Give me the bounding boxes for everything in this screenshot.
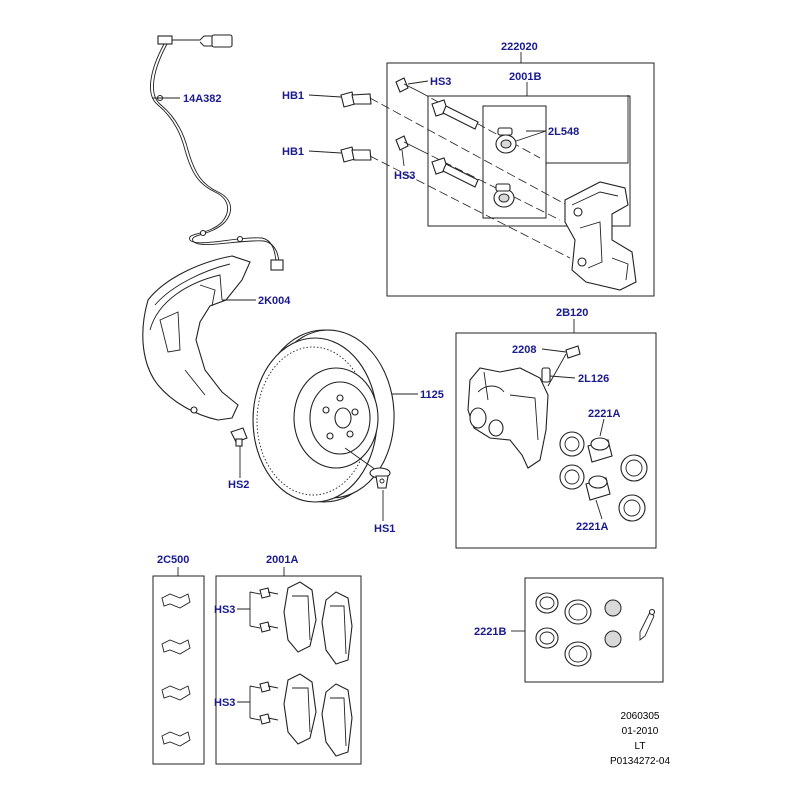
caliper-piston-upper [559, 431, 648, 482]
guide-pin-boot-bottom [493, 183, 515, 208]
hs3-bolt-top [395, 77, 421, 93]
brake-pad-pair-bottom [283, 673, 353, 757]
footer-line-4: P0134272-04 [610, 756, 670, 767]
label-hb1-bottom: HB1 [282, 146, 304, 158]
label-piston-lower: 2221A [576, 521, 608, 533]
seal-kit-box [524, 577, 664, 683]
label-pad-hs3-bottom: HS3 [214, 697, 235, 709]
label-disc-screw: HS1 [374, 523, 395, 535]
guide-pin-top [431, 99, 479, 130]
hb1-bolt-bottom [340, 146, 372, 163]
footer-line-2: 01-2010 [622, 726, 659, 737]
splash-shield [142, 255, 251, 421]
bleed-screw [547, 345, 581, 387]
shield-screw [230, 427, 248, 447]
brake-caliper [467, 367, 549, 469]
diagram-footer: 2060305 01-2010 LT P0134272-04 [610, 711, 670, 767]
pad-kit-box [215, 575, 362, 765]
label-hb1-top: HB1 [282, 90, 304, 102]
label-piston-upper: 2221A [588, 408, 620, 420]
leader-lines [152, 52, 629, 721]
label-disc: 1125 [420, 389, 444, 401]
brake-disc [252, 329, 395, 503]
footer-line-3: LT [635, 741, 646, 752]
caliper-piston-lower [559, 464, 646, 522]
pad-clip [161, 593, 191, 747]
seal-kit-parts [535, 592, 656, 667]
label-hs3-bottom: HS3 [394, 170, 415, 182]
label-hs3-top: HS3 [430, 76, 451, 88]
abs-sensor-wire [150, 34, 284, 271]
label-seal-kit: 2221B [474, 626, 506, 638]
disc-screw [344, 447, 391, 489]
footer-line-1: 2060305 [621, 711, 660, 722]
label-boot: 2L548 [548, 126, 579, 138]
hb1-bolt-top [340, 91, 372, 108]
bleed-cap [541, 367, 551, 383]
label-bleed-cap: 2L126 [578, 373, 609, 385]
label-pad-hs3-top: HS3 [214, 604, 235, 616]
clip-kit-box [152, 575, 205, 765]
label-pad-kit: 2001A [266, 554, 298, 566]
label-caliper: 2B120 [556, 307, 588, 319]
hs3-bolt-bottom [395, 135, 421, 151]
carrier-kit-box [386, 62, 655, 297]
guide-pin-bottom [431, 157, 479, 188]
part-labels: 14A382 2K004 1125 HS2 HS1 222020 2001B 2… [157, 41, 620, 709]
label-shield-screw: HS2 [228, 479, 249, 491]
brake-pad-pair-top [283, 581, 353, 665]
label-shield: 2K004 [258, 295, 291, 307]
caliper-box [455, 332, 657, 549]
label-clip-kit: 2C500 [157, 554, 189, 566]
label-sensor: 14A382 [183, 93, 222, 105]
caliper-carrier [564, 181, 637, 291]
guide-pin-boot-top [495, 127, 517, 154]
label-carrier-kit: 222020 [501, 41, 538, 53]
label-guide-pin-kit: 2001B [509, 71, 541, 83]
pad-bolts-bottom [259, 681, 279, 725]
pad-bolts-top [259, 587, 279, 633]
label-bleed-screw: 2208 [512, 344, 536, 356]
